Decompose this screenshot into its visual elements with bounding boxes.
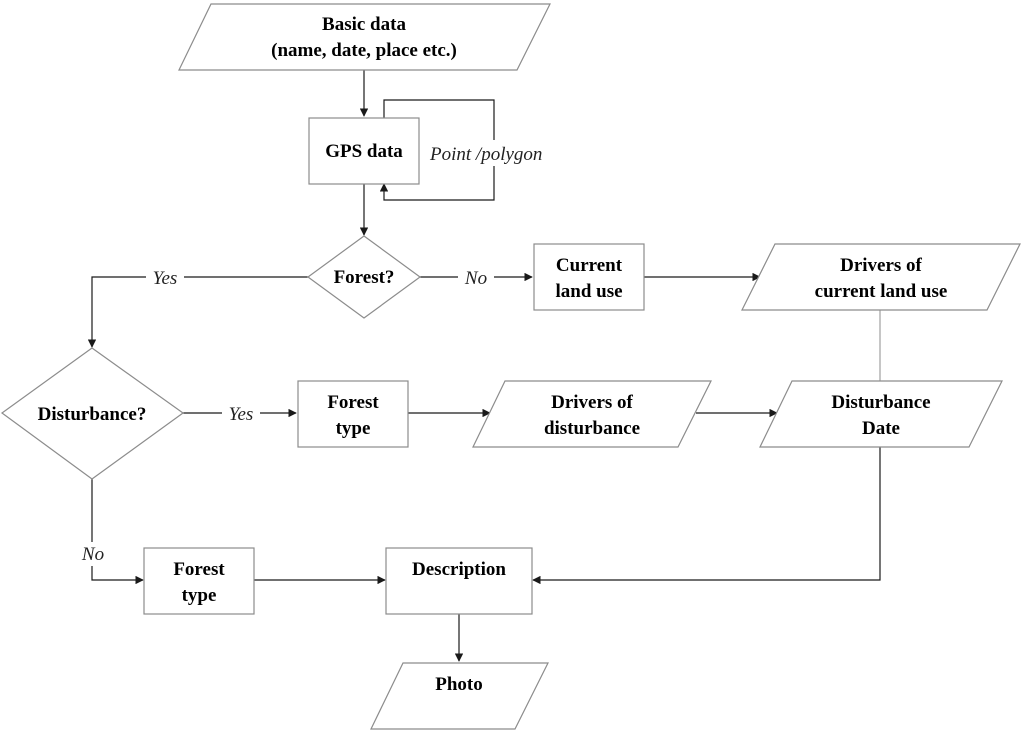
drivers-current-land-use-shape xyxy=(741,243,1021,311)
basic-data-shape xyxy=(178,3,551,71)
label-disturbance-no: No xyxy=(81,544,104,565)
disturbance-decision-shape xyxy=(0,347,185,480)
forest-decision-shape xyxy=(306,235,422,319)
edges xyxy=(87,70,881,662)
edge-disturbance-no xyxy=(91,479,144,585)
forest-type-yes-line1: Forest xyxy=(327,392,379,413)
basic-data-subtitle: (name, date, place etc.) xyxy=(271,40,457,61)
drivers-disturbance-line1: Drivers of xyxy=(551,392,633,413)
description-shape xyxy=(385,547,533,615)
loop-label-background xyxy=(427,140,563,166)
drivers-current-land-use-line1: Drivers of xyxy=(840,255,922,276)
node-forest-decision: Forest? xyxy=(306,235,422,319)
drivers-current-land-use-line2: current land use xyxy=(815,281,948,302)
label-forest-no: No xyxy=(464,268,487,289)
node-forest-type-yes: Forest type xyxy=(297,380,409,448)
edge-labels: Point /polygon Yes No Yes No xyxy=(76,140,563,566)
forest-type-yes-line2: type xyxy=(336,418,371,439)
drivers-disturbance-line2: disturbance xyxy=(544,418,640,439)
node-description: Description xyxy=(385,547,533,615)
current-land-use-line1: Current xyxy=(556,255,623,276)
node-disturbance-decision: Disturbance? xyxy=(0,347,185,480)
edge-forest-yes xyxy=(87,276,308,348)
disturbance-date-shape xyxy=(759,380,1003,448)
disturbance-date-line1: Disturbance xyxy=(831,392,930,413)
node-drivers-current-land-use: Drivers of current land use xyxy=(741,243,1021,311)
node-current-land-use: Current land use xyxy=(533,243,645,311)
gps-data-shape xyxy=(308,117,420,185)
label-forest-yes: Yes xyxy=(153,268,178,289)
drivers-disturbance-shape xyxy=(472,380,712,448)
forest-decision-label: Forest? xyxy=(334,267,395,288)
node-disturbance-date: Disturbance Date xyxy=(759,380,1003,448)
label-disturbance-yes: Yes xyxy=(229,404,254,425)
node-drivers-disturbance: Drivers of disturbance xyxy=(472,380,712,448)
current-land-use-shape xyxy=(533,243,645,311)
nodes: Basic data (name, date, place etc.) GPS … xyxy=(0,3,1021,730)
yes-label-background-2 xyxy=(222,401,260,425)
no-label-background-2 xyxy=(76,542,110,566)
node-gps-data: GPS data xyxy=(308,117,420,185)
no-label-background xyxy=(458,265,494,289)
photo-shape xyxy=(370,662,549,730)
forest-type-no-line2: type xyxy=(182,585,217,606)
disturbance-date-line2: Date xyxy=(862,418,900,439)
current-land-use-line2: land use xyxy=(555,281,622,302)
forest-type-yes-shape xyxy=(297,380,409,448)
label-point-polygon: Point /polygon xyxy=(429,144,542,165)
node-photo: Photo xyxy=(370,662,549,730)
forest-type-no-shape xyxy=(143,547,255,615)
node-basic-data: Basic data (name, date, place etc.) xyxy=(178,3,551,71)
basic-data-title: Basic data xyxy=(322,14,406,35)
description-label: Description xyxy=(412,559,506,580)
disturbance-decision-label: Disturbance? xyxy=(38,404,147,425)
node-forest-type-no: Forest type xyxy=(143,547,255,615)
yes-label-background xyxy=(146,265,184,289)
gps-data-label: GPS data xyxy=(325,141,403,162)
photo-label: Photo xyxy=(435,674,483,695)
forest-type-no-line1: Forest xyxy=(173,559,225,580)
edge-date-to-description xyxy=(532,447,881,585)
